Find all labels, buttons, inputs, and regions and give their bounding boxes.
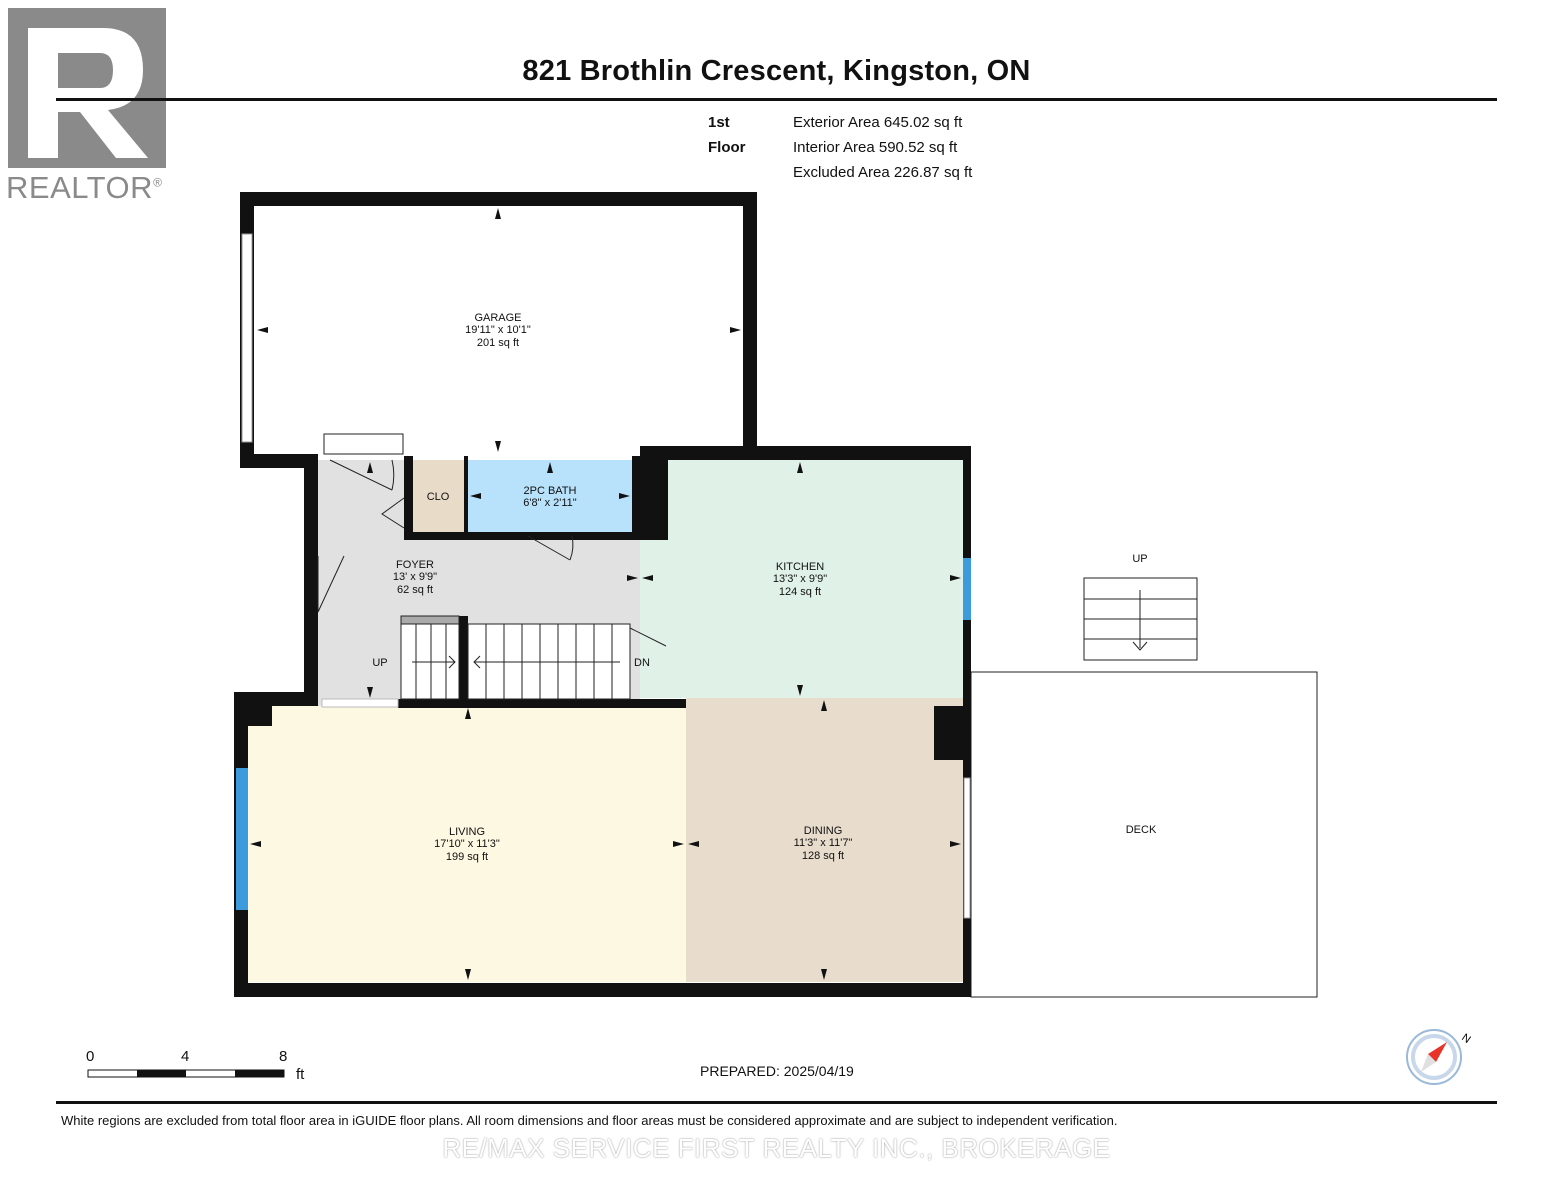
deck-stairs [1083, 577, 1198, 661]
scale-unit: ft [296, 1066, 305, 1083]
compass-icon [1406, 1029, 1462, 1085]
header-rule [56, 98, 1497, 101]
scale-label-8: 8 [279, 1048, 288, 1065]
garage-window [241, 233, 253, 443]
garage-door-block [323, 433, 404, 455]
garage-room [254, 206, 743, 454]
kitchen-area: 124 sq ft [779, 586, 821, 598]
dining-dims: 11'3" x 11'7" [794, 837, 853, 849]
living-window [236, 768, 248, 910]
bath-name: 2PC BATH [524, 485, 577, 497]
foyer-area: 62 sq ft [397, 584, 433, 596]
prepared-date: PREPARED: 2025/04/19 [700, 1063, 854, 1079]
deck-name: DECK [1126, 824, 1157, 836]
brokerage-watermark: RE/MAX SERVICE FIRST REALTY INC., BROKER… [442, 1133, 1111, 1163]
dining-name: DINING [804, 825, 843, 837]
living-area: 199 sq ft [446, 851, 488, 863]
disclaimer-text: White regions are excluded from total fl… [61, 1113, 1118, 1128]
realtor-logo [8, 8, 166, 168]
clo-name: CLO [427, 491, 450, 503]
bath-dims: 6'8" x 2'11" [523, 497, 576, 509]
garage-name: GARAGE [474, 312, 521, 324]
compass-north-label: N [1459, 1032, 1472, 1046]
interior-area: Interior Area 590.52 sq ft [793, 139, 958, 156]
dining-area: 128 sq ft [802, 850, 844, 862]
deck-stair-up-label: UP [1132, 553, 1147, 565]
realtor-wordmark: REALTOR® [6, 170, 163, 205]
foyer-dims: 13' x 9'9" [393, 571, 437, 583]
floor-label: 1st Floor [708, 114, 746, 156]
door-swings [317, 459, 667, 696]
kitchen-window [963, 558, 971, 620]
stair-down-label: DN [634, 657, 650, 669]
garage-area: 201 sq ft [477, 337, 519, 349]
clo-room [413, 460, 464, 532]
kitchen-dims: 13'3" x 9'9" [773, 573, 827, 585]
living-dims: 17'10" x 11'3" [434, 838, 500, 850]
footer-rule [56, 1101, 1497, 1104]
page-title: 821 Brothlin Crescent, Kingston, ON [522, 55, 1031, 87]
interior-stairs [400, 615, 631, 700]
dining-door-window [963, 777, 971, 919]
garage-dims: 19'11" x 10'1" [465, 324, 531, 336]
dining-room [686, 698, 963, 982]
living-name: LIVING [449, 826, 485, 838]
kitchen-room [640, 460, 963, 698]
dimension-arrows [250, 208, 961, 980]
living-room [248, 706, 686, 982]
foyer-opening [321, 698, 399, 708]
deck-area [970, 671, 1318, 998]
scale-bar [87, 1069, 285, 1078]
scale-label-4: 4 [181, 1048, 190, 1065]
scale-label-0: 0 [86, 1048, 95, 1065]
kitchen-name: KITCHEN [776, 561, 824, 573]
foyer-name: FOYER [396, 559, 434, 571]
stair-up-label: UP [372, 657, 387, 669]
exterior-area: Exterior Area 645.02 sq ft [793, 114, 963, 131]
excluded-area: Excluded Area 226.87 sq ft [793, 164, 973, 181]
